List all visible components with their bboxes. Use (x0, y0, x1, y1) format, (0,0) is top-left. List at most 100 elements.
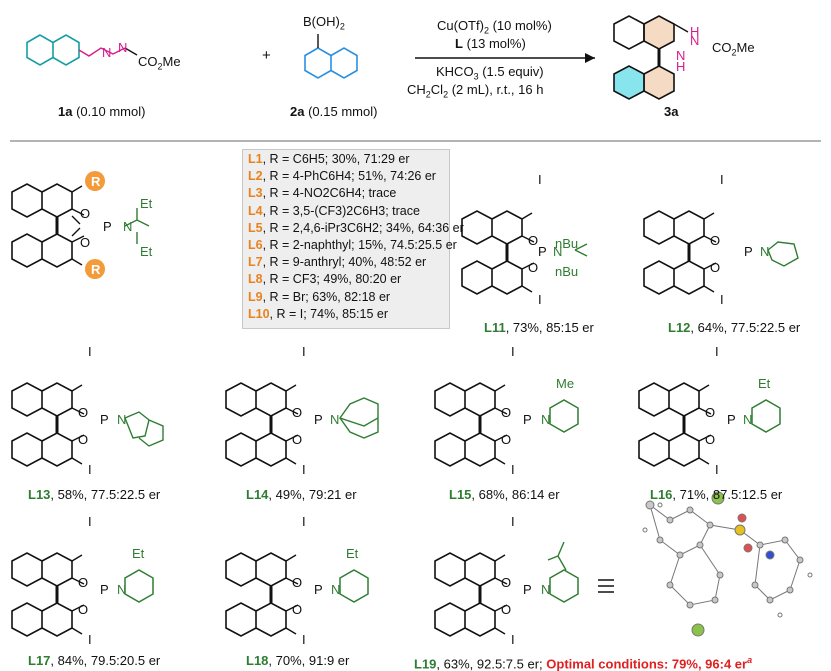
l17-caption: L17, 84%, 79.5:20.5 er (28, 653, 161, 668)
l16-o-bottom: O (705, 432, 716, 447)
gl-n: N (123, 219, 133, 234)
l15-iodo-top: I (511, 344, 515, 359)
ligand-result: , R = 2,4,6-iPr3C6H2; 34%, 64:36 er (262, 220, 464, 235)
l11-n: N (553, 244, 563, 259)
boronic-acid: B(OH)2 (303, 14, 345, 32)
l13-iodo-top: I (88, 344, 92, 359)
ligand-table-row: L7, R = 9-anthryl; 40%, 48:52 er (248, 255, 426, 269)
ligand-result: , R = 9-anthryl; 40%, 48:52 er (262, 255, 427, 270)
ligand-id: L2 (248, 169, 263, 184)
l19-iodo-top: I (511, 514, 515, 529)
l11-iodo-bottom: I (538, 292, 542, 307)
ligand-table-row: L5, R = 2,4,6-iPr3C6H2; 34%, 64:36 er (248, 221, 464, 235)
l16-et: Et (758, 376, 771, 391)
l16-iodo-bottom: I (715, 462, 719, 477)
base-text: KHCO3 (1.5 equiv) (436, 64, 544, 82)
ligand-table-box (242, 149, 450, 329)
l17-o-bottom: O (78, 602, 89, 617)
l18-o-bottom: O (292, 602, 303, 617)
l14-o-bottom: O (292, 432, 303, 447)
l12-caption: L12, 64%, 77.5:22.5 er (668, 320, 801, 335)
product-label: 3a (664, 104, 679, 119)
r-top-label: R (91, 174, 101, 189)
reactant2-caption: 2a (0.15 mmol) (290, 104, 378, 119)
l12-o-bottom: O (710, 260, 721, 275)
ligand-table-row: L2, R = 4-PhC6H4; 51%, 74:26 er (248, 169, 436, 183)
l15-caption: L15, 68%, 86:14 er (449, 487, 560, 502)
gl-p: P (103, 219, 112, 234)
azo-n-label-2: N (118, 40, 128, 55)
l12-o-top: O (710, 233, 721, 248)
ligand-result: , R = 3,5-(CF3)2C6H3; trace (262, 203, 420, 218)
l14-caption: L14, 49%, 79:21 er (246, 487, 357, 502)
l11-caption: L11, 73%, 85:15 er (484, 320, 594, 335)
l14-n: N (330, 412, 340, 427)
ligand-text: L (13 mol%) (455, 36, 526, 51)
l13-n: N (117, 412, 127, 427)
l13-iodo-bottom: I (88, 462, 92, 477)
l19-o-top: O (501, 575, 512, 590)
l14-iodo-top: I (302, 344, 306, 359)
reactant1-caption: 1a (0.10 mmol) (58, 104, 146, 119)
product-nh-top: H (690, 24, 700, 39)
l17-et: Et (132, 546, 145, 561)
l13-o-top: O (78, 405, 89, 420)
ligand-id: L10 (248, 306, 270, 321)
ligand-result: , R = 4-PhC6H4; 51%, 74:26 er (262, 169, 436, 184)
l12-n: N (760, 244, 770, 259)
product-ester: CO2Me (712, 40, 755, 58)
ligand-id: L7 (248, 255, 263, 270)
l18-n: N (331, 582, 341, 597)
l18-iodo-top: I (302, 514, 306, 529)
ligand-result: , R = 2-naphthyl; 15%, 74.5:25.5 er (262, 238, 457, 252)
ligand-id: L6 (248, 238, 263, 252)
l12-p: P (744, 244, 753, 259)
l19-n: N (541, 582, 551, 597)
l13-p: P (100, 412, 109, 427)
l18-caption: L18, 70%, 91:9 er (246, 653, 350, 668)
l16-caption: L16, 71%, 87.5:12.5 er (650, 487, 783, 502)
l17-iodo-top: I (88, 514, 92, 529)
l16-p: P (727, 412, 736, 427)
ligand-id: L9 (248, 289, 263, 304)
l14-o-top: O (292, 405, 303, 420)
ligand-table-row: L1, R = C6H5; 30%, 71:29 er (248, 152, 410, 166)
ligand-id: L3 (248, 186, 263, 201)
l14-iodo-bottom: I (302, 462, 306, 477)
l17-n: N (117, 582, 127, 597)
gl-et-bottom: Et (140, 244, 153, 259)
catalyst-text: Cu(OTf)2 (10 mol%) (437, 18, 552, 36)
l19-caption: L19, 63%, 92.5:7.5 er; Optimal condition… (414, 655, 753, 671)
l11-amine-top: nBu (555, 236, 579, 251)
l15-o-top: O (501, 405, 512, 420)
ligand-table-row: L9, R = Br; 63%, 82:18 er (248, 290, 390, 304)
product-nh-bottom: H (676, 59, 686, 74)
l17-iodo-bottom: I (88, 632, 92, 647)
gl-o-bottom: O (80, 235, 91, 250)
ligand-id: L8 (248, 272, 263, 287)
solvent-text: CH2Cl2 (2 mL), r.t., 16 h (407, 82, 544, 100)
l12-iodo-bottom: I (720, 292, 724, 307)
product-n-top: N (690, 33, 700, 48)
l19-iodo-bottom: I (511, 632, 515, 647)
ligand-result: , R = Br; 63%, 82:18 er (262, 289, 391, 304)
l19-p: P (523, 582, 532, 597)
l16-o-top: O (705, 405, 716, 420)
l11-p: P (538, 244, 547, 259)
plus-sign: + (262, 47, 271, 64)
ligand-table-row: L4, R = 3,5-(CF3)2C6H3; trace (248, 204, 420, 218)
reactant1-ester: CO2Me (138, 54, 181, 72)
ligand-result: , R = CF3; 49%, 80:20 er (262, 272, 402, 287)
l15-me: Me (556, 376, 575, 391)
ligand-id: L4 (248, 203, 263, 218)
optimal-conditions: Optimal conditions: 79%, 96:4 er (546, 656, 748, 671)
ligand-table-row: L6, R = 2-naphthyl; 15%, 74.5:25.5 er (248, 238, 457, 252)
l11-iodo-top: I (538, 172, 542, 187)
ligand-table-row: L3, R = 4-NO2C6H4; trace (248, 186, 396, 200)
l18-iodo-bottom: I (302, 632, 306, 647)
gl-o-top: O (80, 206, 91, 221)
l18-o-top: O (292, 575, 303, 590)
xray-structure (642, 491, 813, 637)
